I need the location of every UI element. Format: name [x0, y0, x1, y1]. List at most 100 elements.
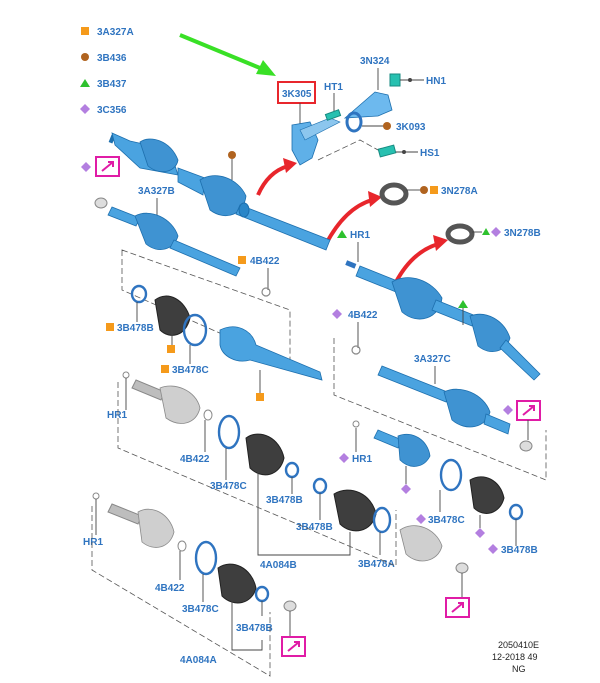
part-label-3b478b-b: 3B478B: [266, 495, 303, 506]
legend-label-3c356: 3C356: [97, 105, 127, 116]
legend-label-3a327a: 3A327A: [97, 27, 134, 38]
washer-part: [455, 562, 469, 574]
part-label-4a084b: 4A084B: [260, 560, 297, 571]
nut-hn1-part: [389, 73, 401, 87]
part-label-4b422-c: 4B422: [180, 454, 210, 465]
clip-part: [122, 371, 130, 379]
part-label-3b478a: 3B478A: [358, 559, 395, 570]
orange-square-marker-icon: [256, 393, 264, 401]
clamp-ring-part: [182, 313, 208, 347]
part-label-3a327b: 3A327B: [138, 186, 175, 197]
washer-part: [519, 440, 533, 452]
outer-shaft-3a327c: [377, 365, 511, 435]
seal-3n278b-part: [445, 223, 475, 245]
part-label-3b478c-c: 3B478C: [428, 515, 465, 526]
bolt-ht1-part: [324, 109, 342, 121]
legend-label-3b436: 3B436: [97, 53, 127, 64]
clamp-ring-part: [194, 540, 218, 576]
clamp-ring-part: [372, 506, 392, 534]
clamp-ring-part: [284, 461, 300, 479]
brown-circle-marker-icon: [383, 122, 391, 130]
leader-dot: [408, 78, 412, 82]
dashed-group-box: [121, 249, 291, 365]
dashed-guide-line: [317, 139, 379, 161]
inner-joint-shaft: [219, 326, 323, 381]
right-tripod-joint: [373, 429, 431, 467]
purple-diamond-marker-icon: [332, 309, 342, 319]
boot-part: [333, 489, 377, 532]
green-pointer-arrow-icon: [179, 33, 276, 76]
clip-hr1-part: [345, 260, 357, 269]
brown-circle-marker-icon: [81, 53, 89, 61]
washer-part: [283, 600, 297, 612]
circlip-part: [351, 345, 361, 355]
part-label-ht1: HT1: [324, 82, 343, 93]
cv-joint-part: [399, 525, 443, 562]
inner-shaft-3a327b: [107, 206, 241, 277]
orange-square-marker-icon: [238, 256, 246, 264]
purple-diamond-marker-icon: [339, 453, 349, 463]
part-label-3k305: 3K305: [282, 89, 312, 100]
part-label-3b478b-e: 3B478B: [236, 623, 273, 634]
part-label-3n278b: 3N278B: [504, 228, 541, 239]
part-label-3b478c-a: 3B478C: [172, 365, 209, 376]
brown-circle-marker-icon: [420, 186, 428, 194]
part-label-hs1: HS1: [420, 148, 440, 159]
purple-diamond-marker-icon: [475, 528, 485, 538]
bracket-3n324-part: [343, 91, 393, 119]
reference-date: 12-2018 49: [492, 652, 538, 662]
green-triangle-marker-icon: [80, 79, 90, 87]
red-arrowhead-icon: [283, 158, 297, 173]
red-arrowhead-icon: [433, 235, 448, 251]
highlight-box: [277, 81, 316, 104]
magenta-callout-icon: [281, 636, 306, 657]
part-label-hr1-mid: HR1: [107, 410, 127, 421]
clamp-ring-part: [439, 458, 463, 492]
boot-part: [245, 433, 285, 476]
part-label-hn1: HN1: [426, 76, 446, 87]
orange-square-marker-icon: [81, 27, 89, 35]
dashed-group-box: [91, 506, 271, 677]
bolt-hs1-part: [377, 144, 397, 158]
red-curved-arrow-icon: [394, 242, 439, 283]
clip-part: [352, 420, 360, 428]
clamp-ring-part: [312, 477, 328, 495]
green-triangle-marker-icon: [458, 300, 468, 308]
part-label-4b422-a: 4B422: [250, 256, 280, 267]
right-driveshaft-assembly: [355, 265, 541, 381]
orange-square-marker-icon: [430, 186, 438, 194]
magenta-callout-icon: [516, 400, 541, 421]
part-label-4b422-b: 4B422: [348, 310, 378, 321]
dashed-group-box: [117, 382, 397, 567]
left-driveshaft-assembly: [108, 132, 331, 251]
seal-3k093-part: [345, 111, 363, 133]
bracket-line: [257, 548, 351, 556]
part-label-3b478c-b: 3B478C: [210, 481, 247, 492]
clamp-ring-part: [217, 414, 241, 450]
red-curved-arrow-icon: [324, 198, 373, 245]
clamp-ring-part: [130, 284, 148, 304]
circlip-part: [177, 540, 187, 552]
leader-dot: [402, 150, 406, 154]
clamp-ring-part: [508, 503, 524, 521]
part-label-hr1-low: HR1: [83, 537, 103, 548]
part-label-hr1-top: HR1: [350, 230, 370, 241]
orange-square-marker-icon: [106, 323, 114, 331]
tripod-housing-part: [131, 379, 201, 424]
purple-diamond-marker-icon: [401, 484, 411, 494]
clip-part: [92, 492, 100, 500]
circlip-part: [203, 409, 213, 421]
part-label-3b478b-d: 3B478B: [501, 545, 538, 556]
part-label-4b422-d: 4B422: [155, 583, 185, 594]
part-label-4a084a: 4A084A: [180, 655, 217, 666]
purple-diamond-marker-icon: [488, 544, 498, 554]
seal-3n278a-part: [379, 182, 409, 206]
purple-diamond-marker-icon: [80, 104, 90, 114]
lower-tripod-housing: [107, 503, 175, 548]
reference-number: 2050410E: [498, 640, 539, 650]
boot-part: [469, 476, 505, 514]
magenta-callout-icon: [445, 597, 470, 618]
part-label-3b478b-c: 3B478B: [296, 522, 333, 533]
red-curved-arrow-icon: [256, 164, 289, 196]
